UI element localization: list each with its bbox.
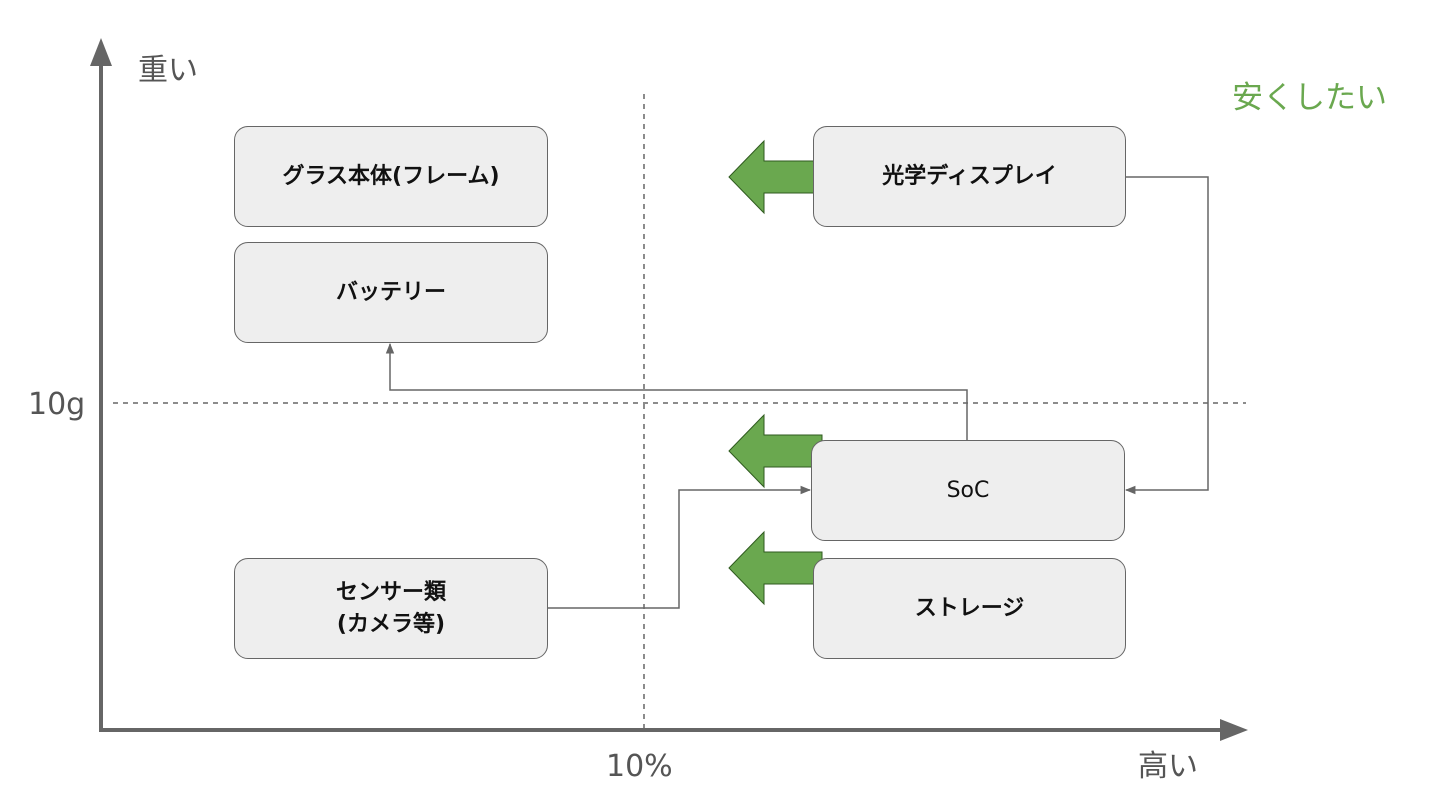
soc-label: SoC bbox=[946, 477, 990, 503]
y-axis-label: 重い bbox=[138, 53, 198, 88]
storage-box: ストレージ bbox=[813, 558, 1126, 659]
battery-box: バッテリー bbox=[234, 242, 548, 343]
soc-box: SoC bbox=[811, 440, 1125, 541]
sensors-box: センサー類 (カメラ等) bbox=[234, 558, 548, 659]
x-axis-label: 高い bbox=[1138, 749, 1198, 784]
optical-display-box: 光学ディスプレイ bbox=[813, 126, 1126, 227]
cost-arrow-display bbox=[728, 139, 823, 215]
x-threshold-label: 10% bbox=[606, 749, 673, 784]
optical-display-label: 光学ディスプレイ bbox=[882, 163, 1057, 189]
cost-arrow-storage bbox=[728, 530, 823, 606]
battery-label: バッテリー bbox=[335, 279, 446, 305]
y-threshold-label: 10g bbox=[28, 387, 86, 422]
frame-label: グラス本体(フレーム) bbox=[282, 163, 500, 189]
connector-sensors-to-soc bbox=[548, 485, 812, 609]
sensors-label-line1: センサー類 bbox=[335, 579, 446, 605]
storage-label: ストレージ bbox=[914, 595, 1025, 621]
cheaper-annotation: 安くしたい bbox=[1232, 80, 1387, 116]
connector-display-to-soc bbox=[1124, 176, 1209, 495]
y-axis-arrowhead bbox=[90, 38, 112, 66]
frame-box: グラス本体(フレーム) bbox=[234, 126, 548, 227]
connector-soc-to-battery bbox=[385, 342, 968, 440]
cost-arrow-soc bbox=[728, 413, 823, 489]
sensors-label-line2: (カメラ等) bbox=[336, 611, 446, 637]
x-axis-arrowhead bbox=[1220, 719, 1248, 741]
